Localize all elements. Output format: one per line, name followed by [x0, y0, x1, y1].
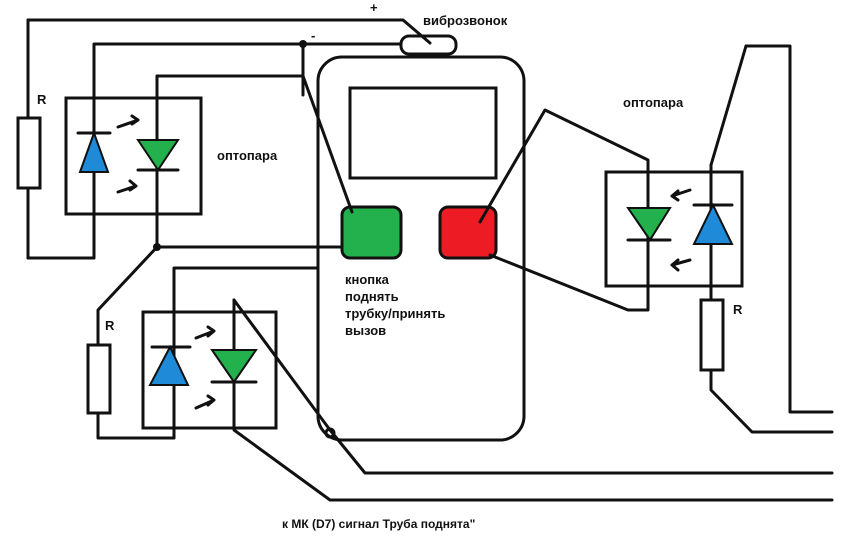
button-caption-line1: кнопка — [345, 272, 390, 287]
r-top-left-label: R — [37, 92, 47, 107]
resistor-right — [699, 298, 725, 372]
led-triangle — [692, 202, 734, 245]
arrow-icon — [670, 258, 692, 272]
arrow-icon — [670, 188, 692, 202]
button-caption-line2: поднять — [345, 289, 399, 304]
arrow-icon — [194, 394, 216, 410]
led-triangle — [78, 130, 110, 173]
bottom-caption: к МК (D7) сигнал Труба поднята" — [282, 517, 475, 531]
led-triangle — [210, 349, 258, 384]
plus-label: + — [370, 0, 378, 15]
arrow-icon — [194, 325, 216, 340]
vibro-label: виброзвонок — [423, 13, 508, 28]
button-caption-line3: трубку/принять — [345, 306, 445, 321]
phone-body — [316, 34, 526, 442]
arrow-icon — [116, 179, 138, 194]
wires — [26, 18, 834, 502]
pickup-button[interactable] — [340, 205, 403, 260]
vibro-motor — [399, 34, 458, 56]
optocoupler-left-top — [64, 96, 203, 216]
optopara-left-label: оптопара — [217, 148, 278, 163]
hangup-button[interactable] — [438, 205, 498, 260]
button-caption-line4: вызов — [345, 323, 386, 338]
r-right-label: R — [733, 302, 743, 317]
led-triangle — [136, 139, 180, 172]
led-triangle — [148, 344, 190, 386]
minus-label: - — [311, 28, 315, 43]
optocoupler-left-bottom — [141, 310, 278, 430]
resistor-bottom-left — [86, 343, 112, 415]
optopara-right-label: оптопара — [623, 95, 684, 110]
led-triangle — [626, 207, 672, 242]
phone-screen — [348, 86, 498, 180]
r-bottom-left-label: R — [105, 318, 115, 333]
optocoupler-right — [604, 170, 744, 288]
arrow-icon — [116, 114, 140, 129]
resistor-top-left — [16, 116, 42, 190]
